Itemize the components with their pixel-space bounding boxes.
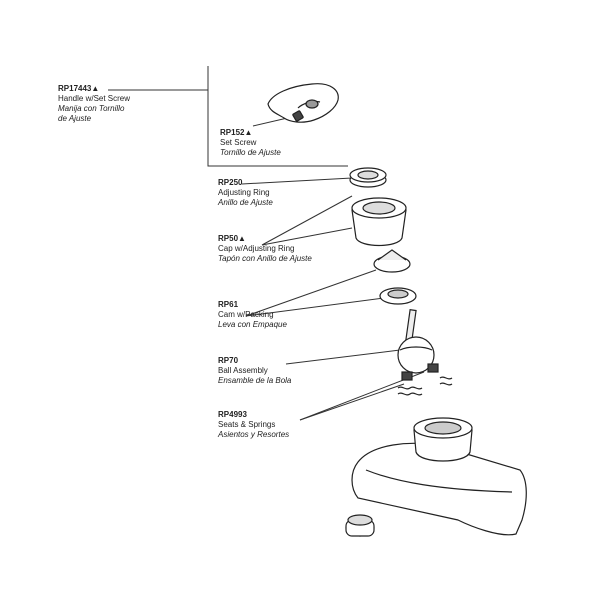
- adjusting-ring-part-number: RP250: [218, 178, 243, 187]
- seats-leader-line-1: [299, 383, 405, 421]
- cam-label: RP61 Cam w/Packing Leva con Empaque: [218, 300, 287, 330]
- cap-name-es: Tapón con Anillo de Ajuste: [218, 254, 312, 263]
- handle-name-en: Handle w/Set Screw: [58, 94, 131, 103]
- set-screw-part: [292, 110, 304, 122]
- ball-assembly-part-number: RP70: [218, 356, 239, 365]
- cam-name-en: Cam w/Packing: [218, 310, 274, 319]
- faucet-body-part: [351, 417, 527, 536]
- handle-name-es-2: de Ajuste: [58, 114, 92, 123]
- handle-label: RP17443▲ Handle w/Set Screw Manija con T…: [58, 84, 130, 124]
- ball-leader-line: [285, 349, 401, 365]
- set-screw-name-en: Set Screw: [220, 138, 257, 147]
- handle-part-number: RP17443▲: [58, 84, 100, 93]
- cap-part: [351, 197, 407, 247]
- cap-name-en: Cap w/Adjusting Ring: [218, 244, 295, 253]
- cap-part-number: RP50▲: [218, 234, 246, 243]
- adjusting-ring-part: [349, 167, 387, 188]
- cam-leader-line-2: [245, 297, 385, 317]
- seats-springs-name-en: Seats & Springs: [218, 420, 276, 429]
- set-screw-name-es: Tornillo de Ajuste: [220, 148, 281, 157]
- set-screw-part-number: RP152▲: [220, 128, 253, 137]
- cap-leader-line-2: [261, 227, 353, 246]
- adjusting-ring-label: RP250 Adjusting Ring Anillo de Ajuste: [218, 178, 273, 208]
- cap-label: RP50▲ Cap w/Adjusting Ring Tapón con Ani…: [218, 234, 312, 264]
- adjusting-ring-leader-line: [241, 177, 353, 185]
- cap-leader-line-1: [261, 195, 353, 246]
- seats-springs-part: [397, 363, 453, 396]
- cam-name-es: Leva con Empaque: [218, 320, 287, 329]
- handle-callout-box: [207, 66, 348, 167]
- ball-assembly-name-en: Ball Assembly: [218, 366, 268, 375]
- cam-leader-line-1: [245, 269, 377, 317]
- adjusting-ring-name-es: Anillo de Ajuste: [218, 198, 273, 207]
- adjusting-ring-name-en: Adjusting Ring: [218, 188, 270, 197]
- ball-assembly-part: [397, 309, 435, 374]
- ball-assembly-name-es: Ensamble de la Bola: [218, 376, 292, 385]
- aerator-part: [345, 514, 375, 537]
- cam-part-number: RP61: [218, 300, 239, 309]
- seats-springs-name-es: Asientos y Resortes: [218, 430, 290, 439]
- handle-name-es: Manija con Tornillo: [58, 104, 125, 113]
- seats-springs-part-number: RP4993: [218, 410, 247, 419]
- ball-assembly-label: RP70 Ball Assembly Ensamble de la Bola: [218, 356, 291, 386]
- set-screw-label: RP152▲ Set Screw Tornillo de Ajuste: [220, 128, 281, 158]
- handle-part: [267, 83, 339, 123]
- seats-springs-label: RP4993 Seats & Springs Asientos y Resort…: [218, 410, 289, 440]
- cam-part: [373, 249, 417, 305]
